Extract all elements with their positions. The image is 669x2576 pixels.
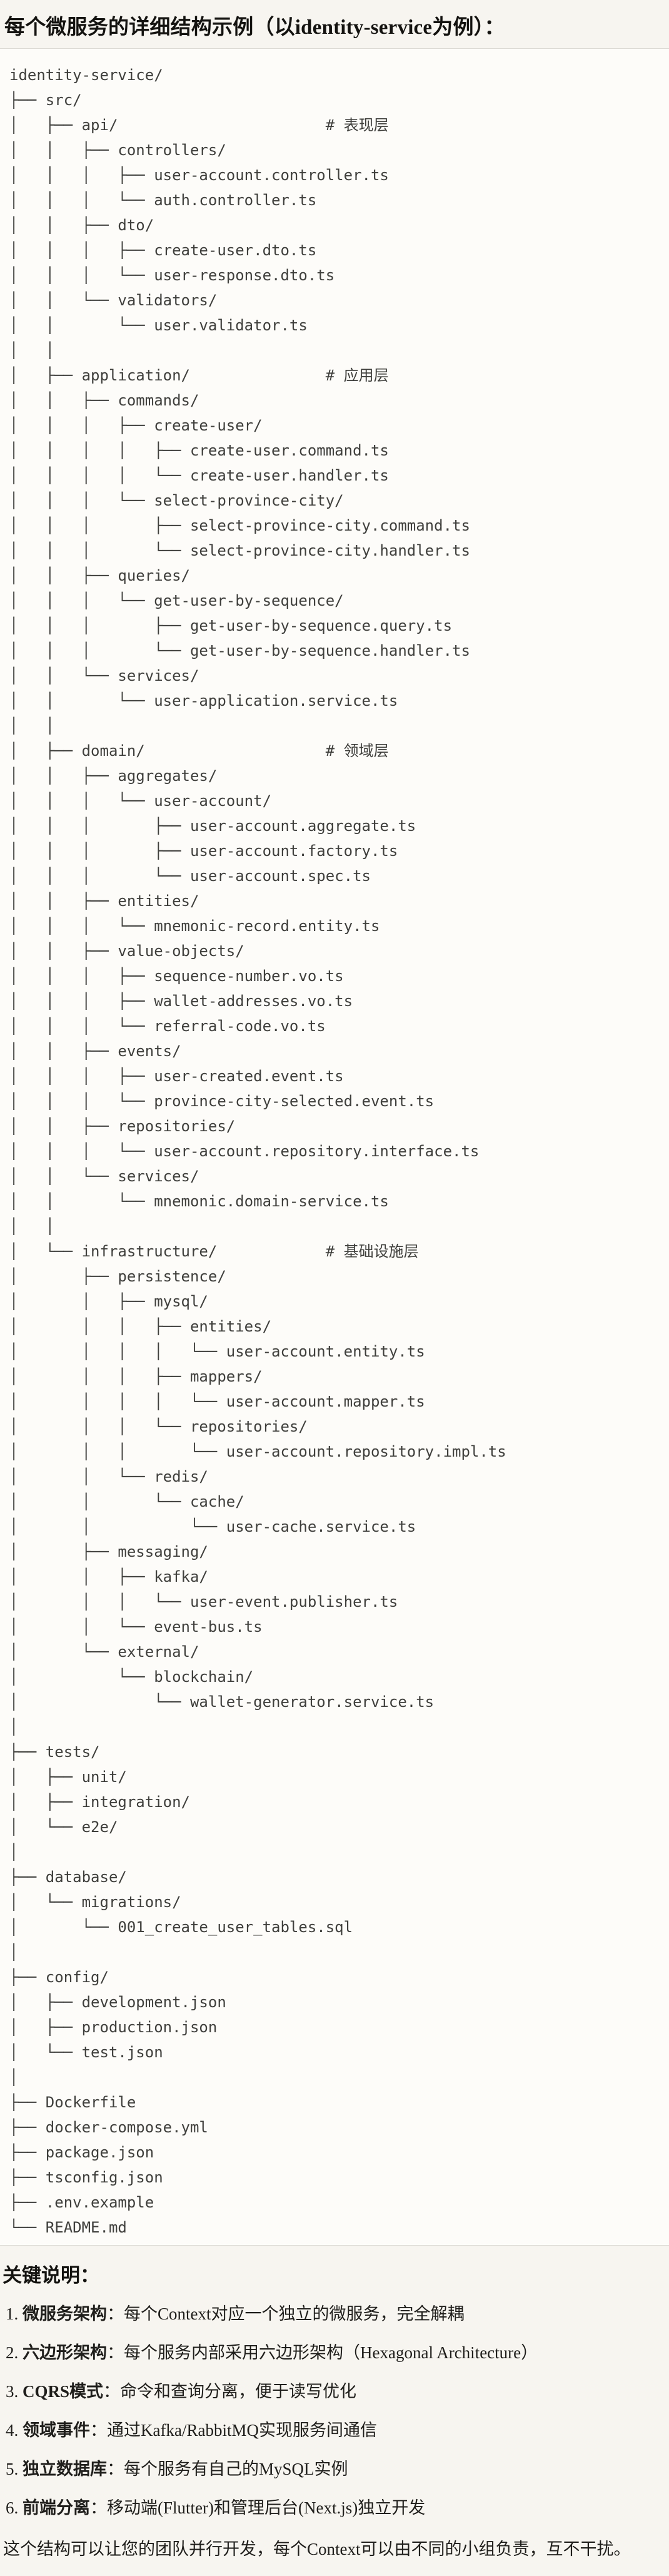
note-number: 1. — [6, 2304, 23, 2323]
notes-section: 关键说明： 1. 微服务架构：每个Context对应一个独立的微服务，完全解耦 2… — [0, 2246, 669, 2561]
page-title: 每个微服务的详细结构示例（以identity-service为例）： — [4, 16, 505, 39]
note-term: 独立数据库 — [23, 2460, 107, 2478]
notes-heading: 关键说明： — [3, 2264, 99, 2286]
note-description: ：每个服务有自己的MySQL实例 — [107, 2460, 348, 2478]
note-number: 6. — [6, 2498, 23, 2517]
note-item: 5. 独立数据库：每个服务有自己的MySQL实例 — [6, 2457, 661, 2481]
note-item: 4. 领域事件：通过Kafka/RabbitMQ实现服务间通信 — [6, 2418, 661, 2442]
note-term: 微服务架构 — [23, 2304, 107, 2323]
note-item: 6. 前端分离：移动端(Flutter)和管理后台(Next.js)独立开发 — [6, 2496, 661, 2520]
note-item: 2. 六边形架构：每个服务内部采用六边形架构（Hexagonal Archite… — [6, 2341, 661, 2365]
note-item: 3. CQRS模式：命令和查询分离，便于读写优化 — [6, 2380, 661, 2403]
note-number: 2. — [6, 2343, 23, 2362]
note-term: 前端分离 — [23, 2498, 90, 2517]
closing-paragraph: 这个结构可以让您的团队并行开发，每个Context可以由不同的小组负责，互不干扰… — [3, 2540, 631, 2558]
note-description: ：每个Context对应一个独立的微服务，完全解耦 — [107, 2304, 465, 2323]
note-description: ：每个服务内部采用六边形架构（Hexagonal Architecture） — [107, 2343, 538, 2362]
note-term: 领域事件 — [23, 2421, 90, 2440]
note-number: 3. — [6, 2382, 23, 2401]
note-number: 4. — [6, 2421, 23, 2440]
notes-list: 1. 微服务架构：每个Context对应一个独立的微服务，完全解耦 2. 六边形架… — [3, 2302, 661, 2520]
note-description: ：通过Kafka/RabbitMQ实现服务间通信 — [90, 2421, 377, 2440]
note-number: 5. — [6, 2460, 23, 2478]
note-term: 六边形架构 — [23, 2343, 107, 2362]
code-block: identity-service/ ├── src/ │ ├── api/ # … — [0, 48, 669, 2246]
note-description: ：移动端(Flutter)和管理后台(Next.js)独立开发 — [90, 2498, 426, 2517]
note-description: ：命令和查询分离，便于读写优化 — [103, 2382, 357, 2401]
note-term: CQRS模式 — [23, 2382, 104, 2401]
note-item: 1. 微服务架构：每个Context对应一个独立的微服务，完全解耦 — [6, 2302, 661, 2326]
file-tree: identity-service/ ├── src/ │ ├── api/ # … — [9, 66, 506, 2236]
